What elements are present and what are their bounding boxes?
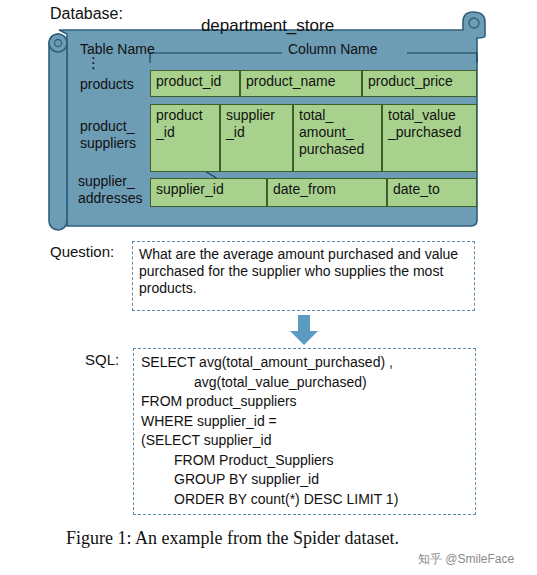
table-name: supplier_ addresses [78, 173, 148, 207]
sql-line: FROM product_suppliers [134, 392, 475, 412]
column-name: product_id [156, 73, 234, 90]
figure-caption: Figure 1: An example from the Spider dat… [66, 528, 399, 550]
sql-line: avg(total_value_purchased) [134, 373, 475, 393]
column-cell: date_from [267, 178, 387, 207]
column-name: product_price [368, 73, 471, 90]
table-name: products [80, 76, 134, 93]
section-label: Database: [50, 4, 123, 23]
column-cell: product_price [362, 70, 477, 97]
column-name: product _id [156, 107, 214, 141]
column-cell: product _id [150, 104, 220, 172]
column-name: date_from [273, 181, 381, 198]
arrow-shaft [298, 315, 310, 331]
watermark: 知乎 @SmileFace [418, 552, 514, 566]
arrow-head [290, 331, 318, 345]
column-cell: date_to [387, 178, 477, 207]
column-name: total_ amount_ purchased [299, 107, 376, 157]
column-cell: product_name [240, 70, 362, 97]
sql-line: SELECT avg(total_amount_purchased) , [134, 353, 475, 373]
column-name: supplier_id [156, 181, 261, 198]
sql-box: SQL:SELECT avg(total_amount_purchased) ,… [133, 348, 476, 515]
column-cell: product_id [150, 70, 240, 97]
sql-line: (SELECT supplier_id [134, 431, 475, 451]
column-name: product_name [246, 73, 356, 90]
column-cell: total_ amount_ purchased [293, 104, 382, 172]
sql-line: ORDER BY count(*) DESC LIMIT 1) [134, 490, 475, 510]
sql-line: GROUP BY supplier_id [134, 470, 475, 490]
column-name: supplier _id [226, 107, 287, 141]
flow-arrow [290, 315, 318, 345]
sql-line: FROM Product_Suppliers [134, 451, 475, 471]
box-heading: Question: [50, 243, 114, 261]
column-cell: total_value _purchased [382, 104, 477, 172]
question-text: What are the average amount purchased an… [133, 242, 474, 300]
column-cell: supplier_id [150, 178, 267, 207]
box-heading: SQL: [85, 351, 119, 369]
table-name: product_ suppliers [80, 118, 146, 152]
sql-line: WHERE supplier_id = [134, 412, 475, 432]
ellipsis-mark: ⋮ [86, 54, 101, 72]
header-label: Column Name [288, 41, 377, 58]
column-name: total_value _purchased [388, 107, 471, 141]
column-name: date_to [393, 181, 471, 198]
column-cell: supplier _id [220, 104, 293, 172]
question-box: Question:What are the average amount pur… [132, 241, 475, 311]
